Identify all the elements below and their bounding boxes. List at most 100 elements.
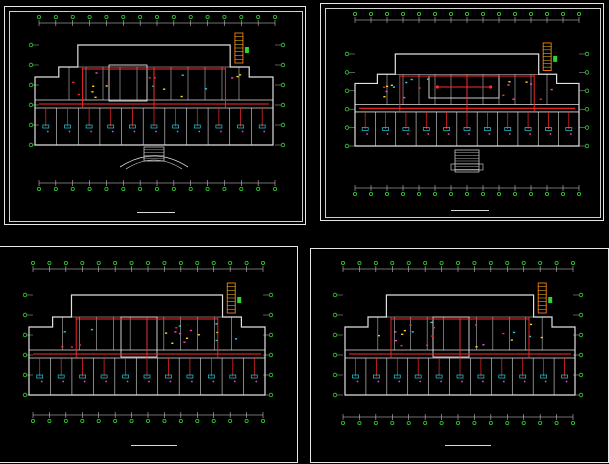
equipment-symbol xyxy=(540,336,543,339)
axis-bubble xyxy=(357,420,362,425)
room-fixture xyxy=(435,374,443,379)
axis-bubble xyxy=(280,122,286,128)
equipment-symbol xyxy=(512,331,516,334)
axis-bubble xyxy=(129,260,134,265)
axis-bubble xyxy=(272,186,277,191)
axis-bubble xyxy=(28,42,34,48)
room-fixture xyxy=(504,127,512,131)
room-fixture xyxy=(193,124,201,129)
axis-bubble xyxy=(332,332,338,338)
equipment-symbol xyxy=(507,84,510,86)
outlet-symbol xyxy=(502,380,505,383)
outlet-symbol xyxy=(427,133,430,135)
axis-bubble xyxy=(222,14,227,19)
axis-bubble xyxy=(406,420,411,425)
room-fixture xyxy=(85,124,93,129)
axis-bubble xyxy=(205,186,210,191)
equipment-symbol xyxy=(529,83,533,85)
equipment-symbol xyxy=(539,98,542,100)
axis-bubble xyxy=(70,14,75,19)
equipment-symbol xyxy=(385,85,389,88)
axis-bubble xyxy=(22,332,28,338)
equipment-symbol xyxy=(431,335,434,337)
axis-bubble xyxy=(344,143,350,149)
axis-bubble xyxy=(22,352,28,358)
sheet-4-title-underline xyxy=(445,445,491,446)
room-fixture xyxy=(498,374,506,379)
equipment-symbol xyxy=(394,331,397,333)
outlet-symbol xyxy=(198,130,201,133)
axis-bubble xyxy=(145,418,150,423)
outlet-symbol xyxy=(255,380,258,383)
axis-bubble xyxy=(344,125,350,130)
equipment-symbol xyxy=(392,86,395,88)
axis-bubble xyxy=(512,11,517,16)
axis-bubble xyxy=(28,102,34,108)
equipment-symbol xyxy=(171,342,174,344)
outlet-symbol xyxy=(461,380,463,383)
room-fixture xyxy=(443,127,450,131)
sheet-3-title-underline xyxy=(131,445,177,446)
axis-bubble xyxy=(353,191,358,196)
axis-bubble xyxy=(37,186,42,191)
axis-bubble xyxy=(505,260,510,265)
equipment-symbol xyxy=(183,341,186,343)
axis-bubble xyxy=(171,14,176,19)
equipment-symbol xyxy=(390,84,393,87)
equipment-symbol xyxy=(63,331,66,333)
outlet-symbol xyxy=(386,133,389,135)
room-fixture xyxy=(565,127,573,131)
equipment-symbol xyxy=(236,75,239,78)
room-fixture xyxy=(258,124,266,129)
equipment-symbol xyxy=(525,81,528,83)
axis-bubble xyxy=(584,88,590,93)
equipment-symbol xyxy=(234,338,238,340)
room-fixture xyxy=(57,374,65,379)
axis-bubble xyxy=(570,420,575,425)
axis-bubble xyxy=(417,191,422,196)
room-fixture xyxy=(463,127,471,131)
drawing-sheet-3 xyxy=(0,246,298,463)
outlet-symbol xyxy=(126,380,129,383)
floor-plan-3 xyxy=(22,260,274,423)
room-fixture xyxy=(352,374,359,379)
hall-light-fixture xyxy=(435,85,439,89)
axis-bubble xyxy=(528,191,533,196)
plan-group xyxy=(28,14,286,191)
axis-bubble xyxy=(211,260,216,265)
equipment-symbol xyxy=(204,88,208,90)
axis-bubble xyxy=(584,106,590,112)
equipment-symbol xyxy=(91,91,94,93)
equipment-symbol xyxy=(70,346,74,348)
equipment-symbol xyxy=(105,85,108,87)
axis-bubble xyxy=(576,11,581,16)
equipment-symbol xyxy=(405,81,408,84)
axis-bubble xyxy=(145,260,150,265)
room-fixture xyxy=(393,374,401,379)
equipment-symbol xyxy=(77,93,80,96)
outlet-symbol xyxy=(155,130,157,133)
axis-bubble xyxy=(28,62,34,68)
equipment-symbol xyxy=(181,74,184,76)
distribution-panel xyxy=(244,47,249,53)
room-fixture xyxy=(186,374,194,379)
outlet-symbol xyxy=(212,380,215,383)
equipment-symbol xyxy=(425,344,429,346)
equipment-symbol xyxy=(107,82,110,84)
axis-bubble xyxy=(423,260,428,265)
axis-bubble xyxy=(268,352,274,358)
outlet-symbol xyxy=(549,133,552,135)
axis-bubble xyxy=(239,186,244,191)
axis-bubble xyxy=(188,186,193,191)
axis-bubble xyxy=(578,332,584,338)
axis-bubble xyxy=(472,260,477,265)
axis-bubble xyxy=(584,125,590,130)
entrance-canopy xyxy=(119,155,189,168)
room-fixture xyxy=(100,374,108,379)
outlet-symbol xyxy=(407,133,409,135)
axis-bubble xyxy=(369,11,374,16)
plan-group xyxy=(332,260,584,425)
outlet-symbol xyxy=(111,130,114,133)
outlet-symbol xyxy=(176,130,179,133)
axis-bubble xyxy=(401,191,406,196)
